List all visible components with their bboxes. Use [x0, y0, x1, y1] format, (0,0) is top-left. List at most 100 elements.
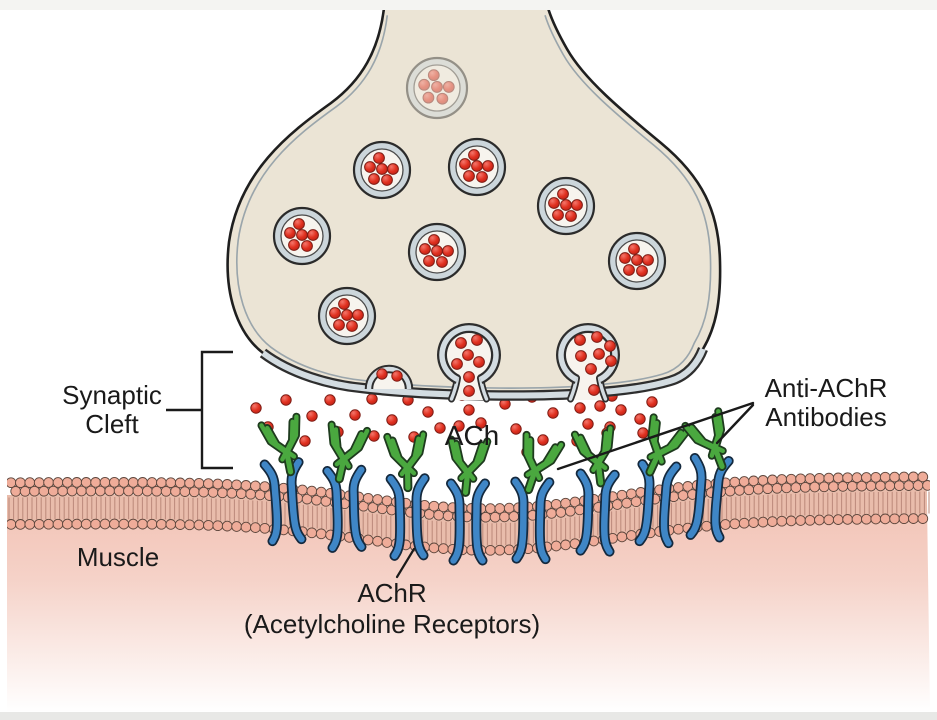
lipid-head — [767, 516, 778, 527]
ach-molecule-in-vesicle — [341, 309, 353, 321]
terminal-bottom-membrane-light — [261, 347, 706, 399]
anti-achr-antibody — [570, 424, 615, 488]
lipid-head — [372, 494, 383, 505]
lipid-head — [109, 476, 120, 488]
ach-molecule — [574, 402, 586, 414]
ach-molecule — [434, 422, 446, 434]
lipid-head — [362, 492, 374, 504]
antibody-arm — [459, 443, 485, 481]
ach-molecule — [422, 406, 434, 418]
synaptic-cleft-label-line1: Synaptic — [62, 380, 162, 410]
lipid-head — [381, 495, 393, 507]
ach-molecule-in-vesicle — [368, 173, 380, 185]
lipid-head — [621, 497, 633, 509]
lipid-head — [315, 528, 327, 540]
anti-achr-antibody — [383, 430, 428, 493]
ach-molecule — [250, 402, 262, 414]
lipid-head — [917, 513, 929, 524]
lipid-head — [752, 483, 764, 495]
lipid-head — [80, 518, 92, 530]
achr-receptors — [259, 452, 734, 566]
ach-molecule-releasing — [463, 371, 475, 383]
lipid-head — [818, 481, 830, 493]
receptor-bar — [577, 470, 592, 554]
lipid-head — [748, 517, 759, 528]
ach-molecule-in-vesicle — [442, 81, 455, 93]
ach-molecule-in-vesicle — [468, 149, 480, 161]
antibody-arm — [709, 414, 721, 458]
antibody-arm — [334, 431, 364, 467]
anti-achr-pointer-line-1 — [556, 401, 755, 471]
lipid-head — [870, 513, 882, 525]
lipid-head — [771, 482, 783, 494]
lipid-head — [795, 515, 806, 526]
lipid-head — [494, 544, 506, 556]
lipid-head — [917, 471, 929, 483]
top-strip — [0, 0, 937, 10]
lipid-head — [889, 513, 900, 525]
ach-molecule — [510, 423, 522, 435]
ach-molecule-releasing — [575, 350, 587, 362]
lipid-head — [823, 514, 835, 526]
ach-molecule-releasing — [604, 340, 616, 352]
lipid-head — [743, 484, 755, 496]
lipid-head — [677, 490, 689, 501]
lipid-head — [781, 482, 792, 494]
lipid-head — [564, 505, 576, 517]
ach-molecule-releasing — [574, 334, 586, 346]
lipid-head — [109, 518, 120, 530]
ach-molecule-in-vesicle — [373, 152, 385, 164]
lipid-head — [250, 480, 261, 492]
lipid-head — [428, 542, 440, 554]
ach-molecule-releasing — [455, 337, 467, 349]
ach-molecule-in-vesicle — [631, 254, 643, 266]
ach-molecule-in-vesicle — [619, 252, 631, 264]
ach-molecule — [537, 434, 549, 446]
ach-molecule-releasing — [591, 331, 603, 343]
lipid-head — [729, 518, 741, 530]
lipid-head — [306, 527, 318, 539]
ach-molecule — [453, 420, 465, 432]
ach-molecule — [280, 394, 292, 406]
lipid-head — [908, 513, 919, 524]
lipid-head — [851, 513, 863, 525]
lipid-head — [875, 480, 886, 492]
anti-achr-antibody — [257, 412, 301, 477]
ach-label: ACh — [445, 420, 499, 451]
terminal-inner-membrane-line — [236, 15, 712, 389]
lipid-head — [762, 483, 774, 495]
ach-molecule-in-vesicle — [387, 163, 399, 175]
lipid-head — [174, 477, 186, 489]
lipid-head — [842, 514, 853, 525]
antibody-arm — [399, 436, 421, 477]
lipid-head — [62, 518, 73, 530]
lipid-head — [15, 519, 26, 530]
ach-molecule-in-vesicle — [352, 309, 364, 321]
ach-molecule-in-vesicle — [307, 229, 319, 241]
ach-molecule-docked — [376, 368, 388, 380]
lipid-head — [231, 479, 242, 491]
ach-molecule-in-vesicle — [571, 199, 583, 211]
achr-receptor — [322, 464, 367, 553]
ach-molecule-in-vesicle — [636, 265, 648, 277]
ach-molecule-releasing — [585, 363, 597, 375]
lipid-head — [508, 511, 520, 522]
lipid-head — [165, 519, 177, 530]
ach-molecule — [475, 417, 487, 429]
ach-molecule-in-vesicle — [436, 92, 449, 105]
lipid-head — [90, 518, 101, 530]
ach-molecule-in-vesicle — [381, 174, 393, 186]
ach-molecule-in-vesicle — [548, 197, 560, 209]
lipid-head — [38, 485, 50, 497]
ach-molecule-in-vesicle — [442, 245, 454, 257]
ach-molecule — [547, 407, 559, 419]
lipid-head — [193, 477, 205, 489]
lipid-head — [315, 486, 327, 498]
anti-achr-pointer-line-2 — [715, 403, 755, 445]
ach-molecule-releasing — [473, 356, 485, 368]
lipid-head — [630, 496, 642, 508]
ach-molecule-in-vesicle — [642, 254, 654, 266]
lipid-head — [922, 480, 930, 491]
